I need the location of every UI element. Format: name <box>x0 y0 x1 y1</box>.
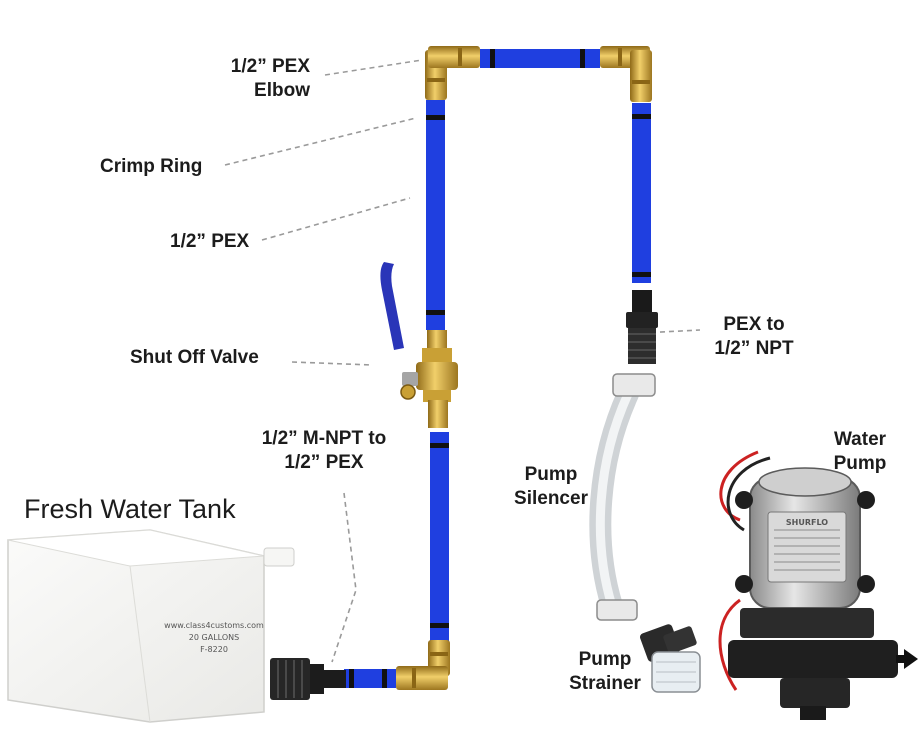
label-mnpt-to-pex-line1: 1/2” M-NPT to <box>261 428 387 449</box>
label-pump-silencer-line2: Silencer <box>514 488 588 509</box>
pex-pipe-left-lower <box>430 432 449 642</box>
label-pex-elbow-line1: 1/2” PEX <box>230 56 310 77</box>
label-shut-off-valve: Shut Off Valve <box>130 347 259 368</box>
label-pex-elbow-line2: Elbow <box>254 80 310 101</box>
label-water-pump: Water Pump <box>820 428 900 476</box>
leader-crimp-ring <box>224 117 417 166</box>
tank-text-line: 20 GALLONS <box>189 633 239 642</box>
pex-to-npt-adapter <box>626 290 658 364</box>
label-crimp-ring: Crimp Ring <box>100 156 203 177</box>
label-pex: 1/2” PEX <box>170 231 250 252</box>
pex-elbow-icon <box>425 46 480 100</box>
pex-elbow-icon <box>396 640 450 690</box>
water-tank-icon <box>7 529 295 723</box>
pex-pipe-left-upper <box>426 100 445 330</box>
leader-shut-off-valve <box>291 361 373 366</box>
tank-text-line: www.class4customs.com <box>164 621 264 630</box>
tank-text-line: F-8220 <box>200 645 228 654</box>
pump-strainer-icon <box>640 624 701 693</box>
label-pex-to-npt-line2: 1/2” NPT <box>714 338 794 359</box>
label-pump-silencer: Pump Silencer <box>506 463 596 511</box>
label-mnpt-to-pex: 1/2” M-NPT to 1/2” PEX <box>244 427 404 475</box>
title-fresh-water-tank: Fresh Water Tank <box>24 494 236 524</box>
pump-silencer <box>589 373 656 621</box>
label-pump-silencer-line1: Pump <box>524 464 578 485</box>
leader-pex <box>261 197 411 241</box>
pex-pipe-bottom <box>344 669 396 688</box>
label-pex-elbow: 1/2” PEX Elbow <box>210 55 310 103</box>
label-pump-strainer: Pump Strainer <box>560 648 650 696</box>
leader-mnpt-to-pex <box>331 492 357 663</box>
label-water-pump-line1: Water <box>833 429 887 450</box>
label-pump-strainer-line1: Pump <box>578 649 632 670</box>
flow-arrow-icon <box>896 649 918 669</box>
pex-pipe-right <box>632 103 651 283</box>
label-water-pump-line2: Pump <box>833 453 887 474</box>
label-pex-to-npt-line1: PEX to <box>723 314 785 335</box>
label-pump-strainer-line2: Strainer <box>569 673 641 694</box>
water-pump-icon <box>718 450 898 720</box>
ball-valve-icon <box>380 262 458 428</box>
pex-pipe-top <box>480 49 600 68</box>
pex-elbow-icon <box>600 46 652 102</box>
pump-brand: SHURFLO <box>786 518 828 527</box>
mnpt-to-pex-adapter <box>270 658 346 700</box>
leader-pex-elbow <box>324 59 423 76</box>
leader-lines <box>224 59 701 663</box>
label-mnpt-to-pex-line2: 1/2” PEX <box>284 452 364 473</box>
label-pex-to-npt: PEX to 1/2” NPT <box>704 313 804 361</box>
